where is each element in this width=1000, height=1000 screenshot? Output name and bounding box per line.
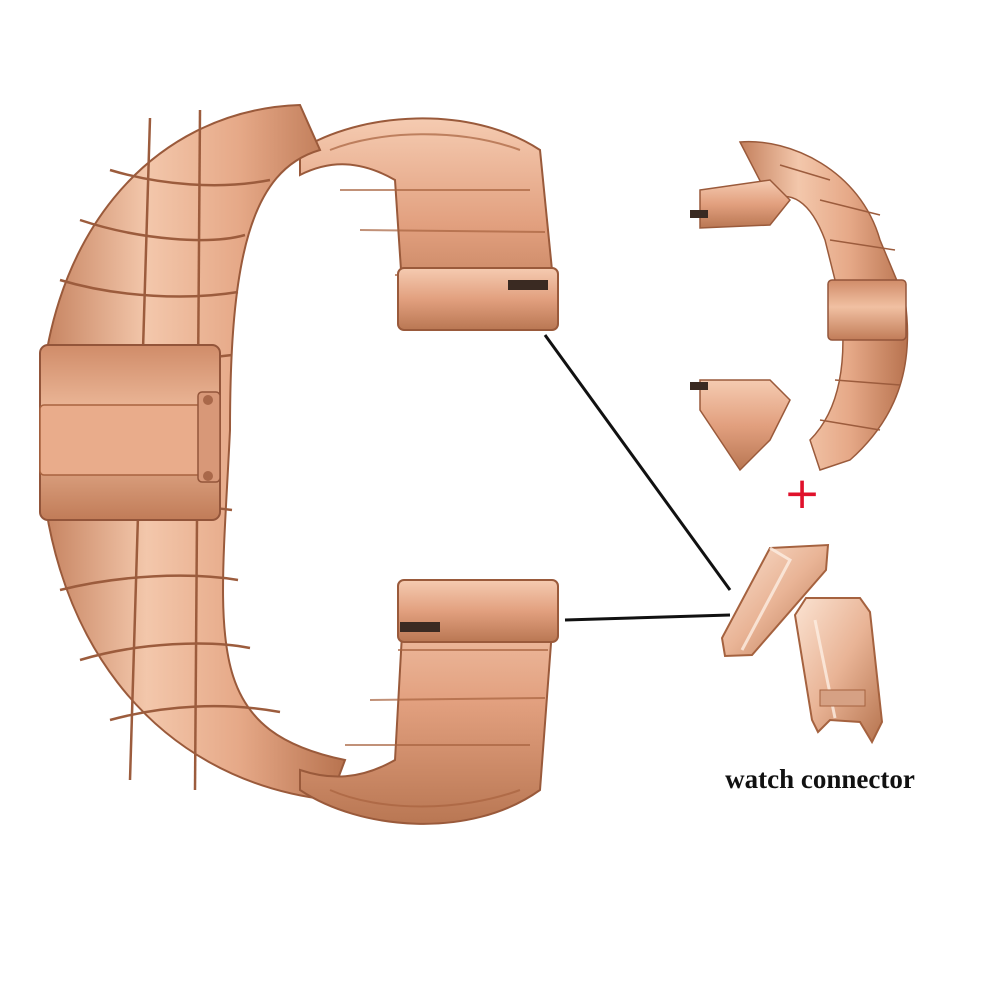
small-watch-band — [690, 140, 909, 472]
connector-line-upper — [543, 334, 732, 591]
large-watch-band — [38, 103, 559, 825]
watch-connector-pieces — [720, 543, 884, 745]
connector-line-lower — [564, 613, 731, 622]
plus-sign: + — [783, 468, 821, 519]
watch-connector-caption: watch connector — [725, 764, 915, 794]
